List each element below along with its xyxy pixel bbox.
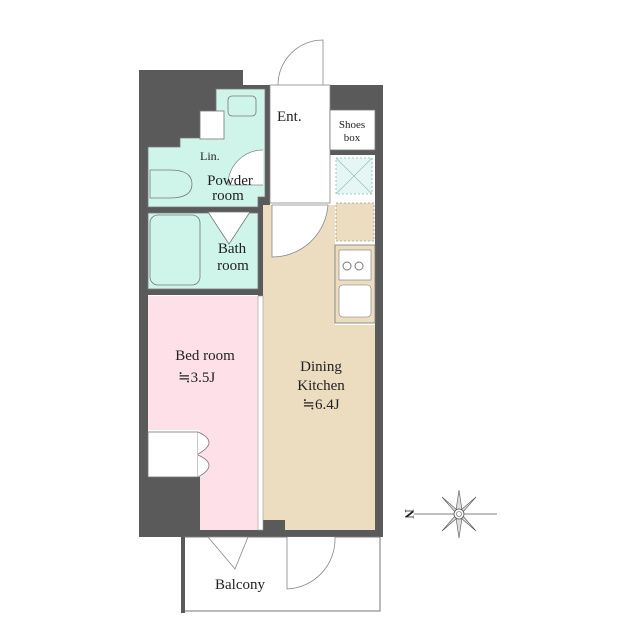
closet — [147, 431, 199, 478]
sliding-partition — [257, 295, 264, 531]
storage-cross — [335, 157, 373, 195]
bath-door-swing — [207, 211, 251, 245]
linen-cupboard — [199, 110, 225, 140]
label-powder-room-2: room — [212, 188, 244, 204]
balcony-floor — [183, 536, 381, 612]
label-dining-size: ≒6.4J — [302, 397, 339, 413]
dk-door — [271, 204, 329, 258]
label-shoes-box-2: box — [344, 132, 361, 144]
label-balcony: Balcony — [215, 577, 265, 593]
entrance-floor — [269, 84, 331, 204]
label-bedroom: Bed room — [175, 348, 235, 364]
balcony-rail — [181, 537, 185, 613]
toilet — [149, 169, 193, 199]
label-kitchen: Kitchen — [297, 378, 345, 394]
kitchen-sink — [338, 284, 372, 318]
label-bath-room: Bath — [218, 241, 247, 257]
entrance-door — [277, 39, 324, 86]
label-shoes-box: Shoes — [339, 119, 365, 131]
balcony-door-right — [286, 536, 336, 590]
compass-rose-icon — [414, 489, 497, 539]
burner-icon — [342, 261, 352, 271]
label-bedroom-size: ≒3.5J — [178, 370, 215, 386]
shoes-box — [329, 109, 376, 151]
bedroom-floor — [148, 296, 258, 530]
label-entrance: Ent. — [277, 109, 302, 125]
label-powder-room: Powder — [207, 173, 253, 189]
fridge-space — [335, 202, 375, 242]
label-bath-room-2: room — [217, 258, 249, 274]
bathtub — [149, 214, 201, 286]
closet-doors — [197, 431, 210, 478]
label-dining: Dining — [300, 359, 342, 375]
washbasin — [227, 95, 257, 117]
compass-north-label: N — [402, 509, 417, 519]
burner-icon — [354, 261, 364, 271]
balcony-door-left — [207, 536, 249, 570]
dining-kitchen-floor — [263, 205, 375, 530]
label-linen: Lin. — [200, 149, 220, 163]
powder-door — [227, 149, 264, 186]
